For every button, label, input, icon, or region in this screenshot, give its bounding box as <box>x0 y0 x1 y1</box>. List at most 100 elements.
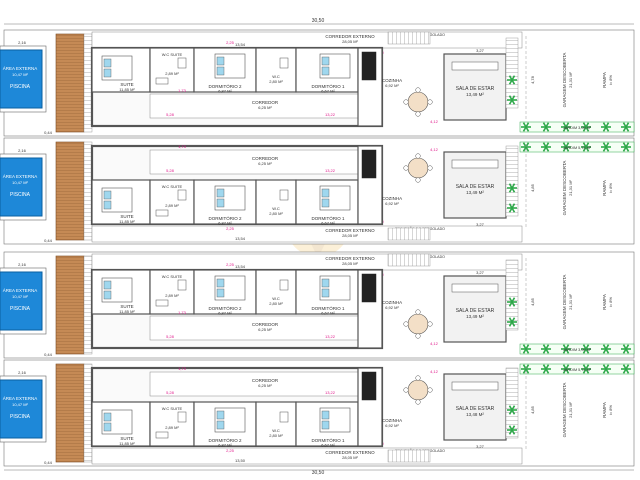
dorm1-label: DORMITÓRIO 1 <box>311 437 344 443</box>
dorm1-area: 6,67 M² <box>321 89 335 94</box>
corredor-externo-label: CORREDOR EXTERNO <box>325 256 375 261</box>
corredor-area: 6,25 M² <box>258 105 272 110</box>
dim-corridor-length: 13,54 <box>235 236 246 241</box>
dorm2-bed-pillow-b <box>216 198 225 208</box>
garden-palm-5 <box>621 364 631 374</box>
area-externa-area: 10,47 M² <box>12 72 28 77</box>
wc-suite-toilet <box>177 189 187 201</box>
garagem-label: GARAGEM DESCOBERTA <box>562 53 567 108</box>
dim-dorm2: 2,25 <box>226 226 235 231</box>
dining-table-chair-1 <box>427 321 433 327</box>
corredor-externo-area: 28,05 M² <box>342 233 358 238</box>
dining-table-chair-3 <box>415 399 421 405</box>
dorm2-label: DORMITÓRIO 2 <box>208 437 241 443</box>
dim-dorm2: 2,25 <box>226 40 235 45</box>
suite-area: 11,85 M² <box>119 219 135 224</box>
dorm1-bed-pillow-a <box>321 188 330 198</box>
dim-pool-width: 2,16 <box>18 370 27 375</box>
dorm2-label: DORMITÓRIO 2 <box>208 215 241 221</box>
internal-corridor <box>149 371 383 397</box>
dim-pool-width: 2,16 <box>18 40 27 45</box>
rampa-slope: i= 8% <box>608 75 613 86</box>
wc-label: W.C <box>272 206 280 211</box>
dim-dorm2: 2,25 <box>226 448 235 453</box>
corredor-externo-area: 28,05 M² <box>342 455 358 460</box>
sala-label: SALA DE ESTAR <box>456 86 495 92</box>
wc-suite-room <box>149 47 195 93</box>
dim-pool-width: 2,16 <box>18 262 27 267</box>
garden-palm-3-leaf-5 <box>585 344 590 350</box>
jardim-label: JARDIM 5,73 M² <box>563 146 592 150</box>
dining-table <box>407 91 429 113</box>
dim-corridor-length: 13,50 <box>235 458 246 463</box>
dorm1-bed-pillow-a <box>321 56 330 66</box>
wc-suite-label: W.C SUITE <box>162 274 183 279</box>
garden-strip <box>519 363 635 375</box>
sofa <box>451 381 499 391</box>
dining-table-chair-1 <box>427 165 433 171</box>
wood-deck <box>55 363 85 463</box>
sofa <box>451 283 499 293</box>
suite-bed-pillow-a <box>103 190 112 200</box>
garden-strip <box>519 343 635 355</box>
sala-area: 13,48 M² <box>466 412 484 417</box>
garden-palm-2-leaf-5 <box>565 344 570 350</box>
dorm2-bed-pillow-b <box>216 66 225 76</box>
wc-suite-room <box>149 179 195 225</box>
dim-deck: 0,44 <box>44 460 53 465</box>
wc-suite-label: W.C SUITE <box>162 406 183 411</box>
side-palm-a <box>507 405 517 415</box>
suite-bed-pillow-b <box>103 68 112 78</box>
dim-wc-suite: 1,73 <box>178 88 187 93</box>
dim-corridor-a: 5,28 <box>166 168 175 173</box>
dorm1-bed-pillow-a <box>321 410 330 420</box>
garden-palm-1-leaf-5 <box>545 142 550 148</box>
garagem-area: 21,31 M² <box>568 401 573 417</box>
rampa-label: RAMPA <box>602 72 607 88</box>
cozinha-area: 6,92 M² <box>385 423 399 428</box>
garden-palm-4-leaf-5 <box>605 142 610 148</box>
side-palm-b <box>507 425 517 435</box>
dim-corridor-length: 13,54 <box>235 42 246 47</box>
dorm1-label: DORMITÓRIO 1 <box>311 305 344 311</box>
suite-label: SUITE <box>120 436 133 441</box>
overall-width-bottom: 30,50 <box>312 470 325 476</box>
corredor-externo <box>91 253 523 271</box>
wc-room <box>255 179 297 225</box>
suite-bed-pillow-a <box>103 280 112 290</box>
corredor-area: 6,25 M² <box>258 383 272 388</box>
wc-suite-sink <box>155 299 169 307</box>
dim-wc-suite: 1,73 <box>178 144 187 149</box>
suite-area: 11,85 M² <box>119 87 135 92</box>
dorm2-label: DORMITÓRIO 2 <box>208 305 241 311</box>
wc-suite-area: 2,89 M² <box>165 293 179 298</box>
side-palm-b-leaf-5 <box>511 425 516 431</box>
garden-palm-3-leaf-5 <box>585 364 590 370</box>
side-palm-b-leaf-5 <box>511 203 516 209</box>
garden-palm-4-leaf-5 <box>605 344 610 350</box>
side-palm-b <box>507 317 517 327</box>
cozinha-area: 6,92 M² <box>385 305 399 310</box>
dim-sala: 3,27 <box>476 48 485 53</box>
sofa <box>451 61 499 71</box>
wc-suite-toilet <box>177 279 187 291</box>
sala-area: 13,49 M² <box>466 92 484 97</box>
pool <box>0 49 43 109</box>
rampa-label: RAMPA <box>602 180 607 196</box>
garagem-area: 21,31 M² <box>568 71 573 87</box>
corredor-externo-label: CORREDOR EXTERNO <box>325 228 375 233</box>
area-externa-label: ÁREA EXTERNA <box>3 395 38 401</box>
garden-palm-2-leaf-5 <box>565 122 570 128</box>
dim-sala: 3,27 <box>476 270 485 275</box>
wc-toilet <box>279 411 289 423</box>
kitchen-counter <box>361 273 377 303</box>
garden-palm-3 <box>581 364 591 374</box>
garden-palm-0 <box>521 142 531 152</box>
side-stairs <box>505 145 519 217</box>
dim-corridor-a: 5,28 <box>166 112 175 117</box>
dorm2-area: 6,87 M² <box>218 89 232 94</box>
deck-steps <box>83 33 93 133</box>
side-palm-a-leaf-5 <box>511 183 516 189</box>
side-palm-a-leaf-5 <box>511 405 516 411</box>
